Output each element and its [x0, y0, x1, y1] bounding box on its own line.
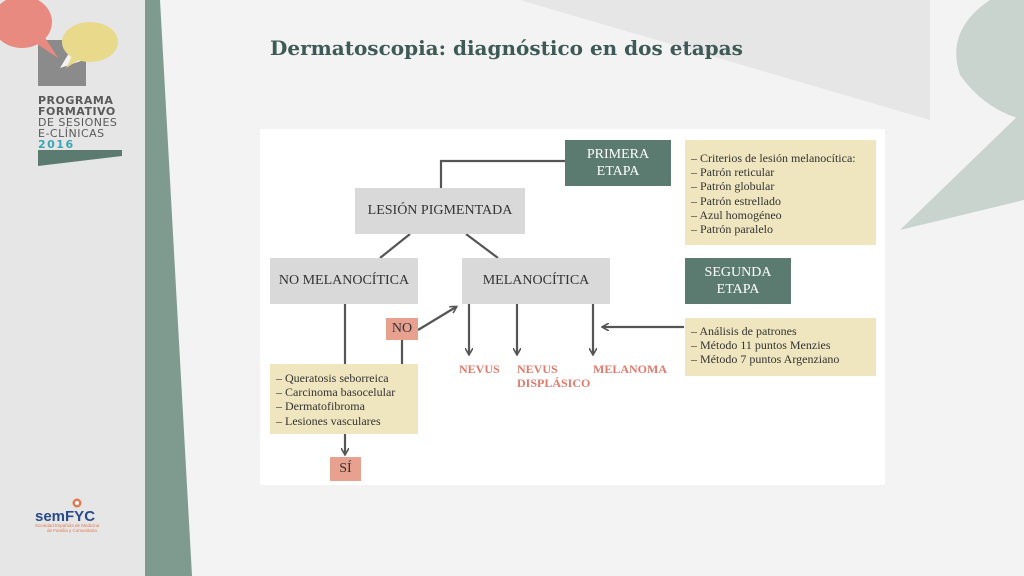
no-melanocitica-box: NO MELANOCÍTICA	[270, 258, 418, 304]
criterios-line-4: – Patrón estrellado	[691, 193, 781, 208]
svg-text:semFYC: semFYC	[35, 508, 95, 525]
semfyc-logo: semFYC Sociedad Española de Medicina de …	[35, 497, 125, 538]
slide-title: Dermatoscopia: diagnóstico en dos etapas	[270, 36, 743, 60]
arrow-no-to-mel	[417, 307, 456, 331]
primera-etapa-line-1: PRIMERA	[586, 147, 650, 162]
analisis-line-2: – Método 11 puntos Menzies	[691, 338, 831, 353]
criterios-box: – Criterios de lesión melanocítica: – Pa…	[685, 140, 876, 245]
program-line-4: E-CLÍNICAS	[38, 127, 105, 140]
connector-lesion-to-mel	[465, 233, 499, 259]
program-label: PROGRAMA FORMATIVO DE SESIONES E-CLÍNICA…	[38, 95, 117, 150]
analisis-line-1: – Análisis de patrones	[691, 324, 797, 338]
nevus-displasico-line-2: DISPLÁSICO	[517, 376, 591, 390]
speech-bubbles-icon	[0, 0, 118, 86]
segunda-etapa-line-1: SEGUNDA	[704, 265, 772, 280]
analisis-box: – Análisis de patrones – Método 11 punto…	[685, 318, 876, 376]
no-label-box: NO	[386, 318, 418, 340]
primera-etapa-box: PRIMERA ETAPA	[565, 140, 671, 186]
criterios-line-5: – Azul homogéneo	[691, 207, 782, 222]
segunda-etapa-line-2: ETAPA	[716, 282, 760, 297]
program-line-1: PROGRAMA	[38, 94, 114, 107]
criterios-line-2: – Patrón reticular	[691, 165, 775, 180]
analisis-line-3: – Método 7 puntos Argenziano	[691, 352, 840, 367]
nevus-displasico-label: NEVUS DISPLÁSICO	[517, 362, 590, 390]
criterios-line-1: – Criterios de lesión melanocítica:	[691, 151, 856, 165]
primera-etapa-line-2: ETAPA	[596, 164, 640, 179]
program-line-2: FORMATIVO	[38, 105, 116, 118]
nevus-label: NEVUS	[459, 362, 500, 376]
segunda-etapa-box: SEGUNDA ETAPA	[685, 258, 791, 304]
melanoma-label: MELANOMA	[593, 362, 667, 376]
connector-lesion-to-nomel	[379, 233, 411, 259]
nomel-line-4: – Lesiones vasculares	[276, 413, 381, 428]
nomel-line-2: – Carcinoma basocelular	[276, 385, 396, 400]
program-year: 2016	[38, 138, 75, 151]
nomel-line-3: – Dermatofibroma	[276, 399, 365, 414]
semfyc-emblem-icon: semFYC Sociedad Española de Medicina de …	[35, 498, 100, 533]
connector-primera-to-lesion	[439, 159, 565, 188]
nevus-displasico-line-1: NEVUS	[517, 362, 558, 376]
no-melanocitica-list-box: – Queratosis seborreica – Carcinoma baso…	[270, 364, 418, 434]
melanocitica-box: MELANOCÍTICA	[462, 258, 610, 304]
nomel-line-1: – Queratosis seborreica	[276, 371, 389, 385]
criterios-line-3: – Patrón globular	[691, 179, 775, 194]
criterios-line-6: – Patrón paralelo	[691, 222, 773, 237]
lesion-pigmentada-box: LESIÓN PIGMENTADA	[355, 188, 525, 234]
si-label-box: SÍ	[330, 457, 361, 481]
program-line-3: DE SESIONES	[38, 116, 118, 129]
svg-text:Sociedad Española de Medicina: Sociedad Española de Medicina	[35, 523, 100, 528]
svg-text:de Familia y Comunitaria: de Familia y Comunitaria	[47, 528, 97, 533]
